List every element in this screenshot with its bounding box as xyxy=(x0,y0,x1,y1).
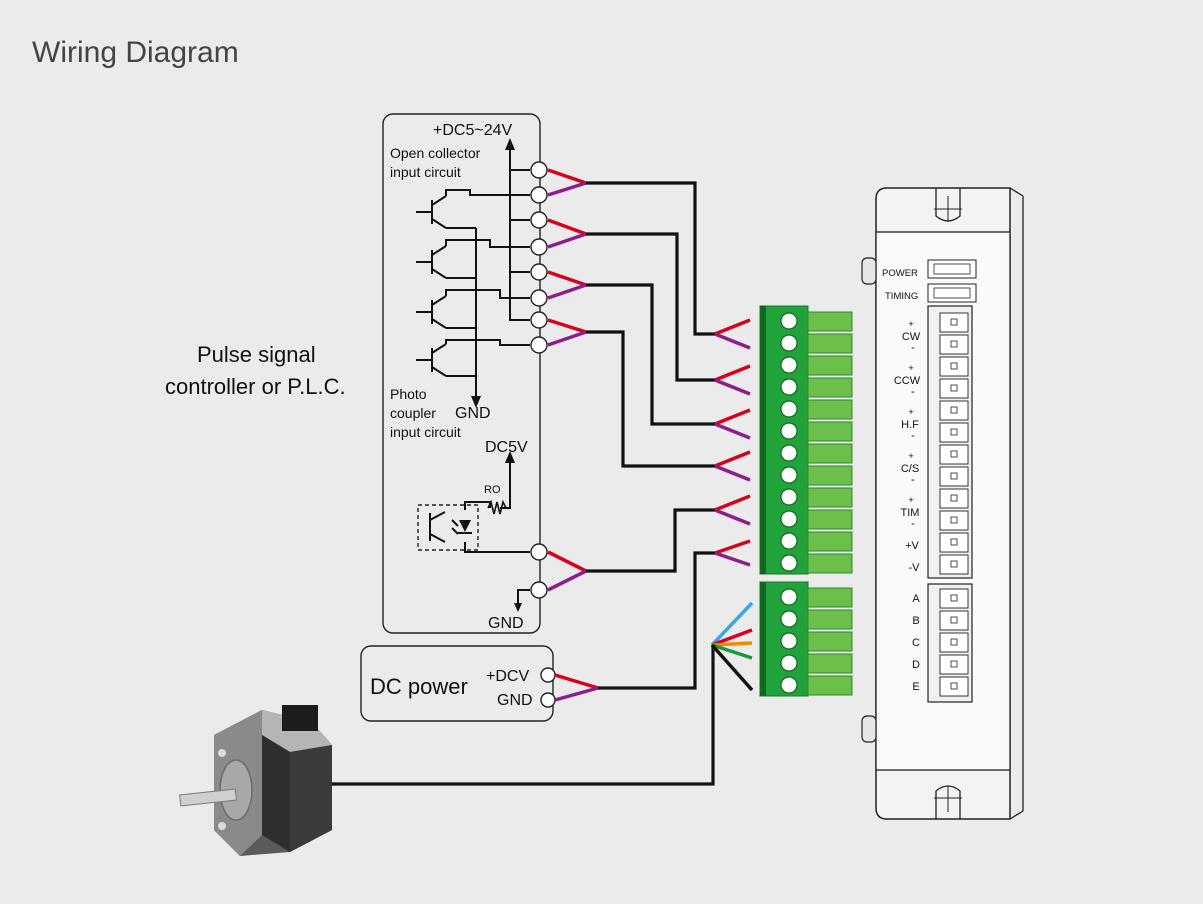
open-collector-line2: input circuit xyxy=(390,164,461,180)
dc-wire-pair xyxy=(554,673,599,702)
photo-label-line1: Photo xyxy=(390,386,427,402)
dc5v-label: DC5V xyxy=(485,439,528,456)
port-e: E xyxy=(912,681,919,693)
dc-plus-terminal xyxy=(540,667,556,683)
photocoupler xyxy=(417,451,530,553)
port-cw-minus: - xyxy=(911,342,915,354)
dc-gnd-label: GND xyxy=(497,692,533,709)
port-tim-name: TIM xyxy=(901,507,920,519)
controller-label-line1: Pulse signal xyxy=(197,342,316,367)
port-tim-minus: - xyxy=(911,518,915,530)
port-b: B xyxy=(912,615,919,627)
port-cw-plus: + xyxy=(908,319,914,330)
port-c: C xyxy=(912,637,920,649)
port-minus-v: -V xyxy=(909,562,921,574)
gnd-bottom-label: GND xyxy=(488,615,524,632)
open-collector-line1: Open collector xyxy=(390,145,481,161)
port-d: D xyxy=(912,659,920,671)
dc-power-label: DC power xyxy=(370,674,468,699)
port-hf-name: H.F xyxy=(901,419,919,431)
controller-label-line2: controller or P.L.C. xyxy=(165,374,346,399)
gnd-label: GND xyxy=(455,405,491,422)
port-cw-name: CW xyxy=(902,331,921,343)
stepper-motor-image xyxy=(179,705,332,856)
motor-cable xyxy=(330,645,715,786)
port-plus-v: +V xyxy=(905,540,919,552)
ro-label: RO xyxy=(484,484,501,496)
driver-signal-labels: + CW - + CCW - + H.F - + C/S - + TIM - +… xyxy=(894,319,921,693)
power-led-label: POWER xyxy=(882,268,918,279)
page-title: Wiring Diagram xyxy=(32,36,239,69)
port-hf-plus: + xyxy=(908,407,914,418)
timing-led-label: TIMING xyxy=(885,291,918,302)
port-cs-plus: + xyxy=(908,451,914,462)
supply-label: +DC5~24V xyxy=(433,122,512,139)
terminal-block-signal xyxy=(759,305,853,575)
port-ccw-minus: - xyxy=(911,386,915,398)
port-tim-plus: + xyxy=(908,495,914,506)
motor-wires xyxy=(710,601,754,692)
dc-power-box xyxy=(360,645,554,722)
port-cs-minus: - xyxy=(911,474,915,486)
controller-box xyxy=(382,113,541,634)
driver-unit xyxy=(861,187,1024,820)
port-cs-name: C/S xyxy=(901,463,919,475)
port-a: A xyxy=(912,593,920,605)
photo-label-line2: coupler xyxy=(390,405,436,421)
dc-plus-label: +DCV xyxy=(486,668,529,685)
controller-wire-pairs xyxy=(547,168,587,592)
open-collector-transistors xyxy=(416,169,530,408)
signal-wires xyxy=(586,181,715,573)
photo-label-line3: input circuit xyxy=(390,424,461,440)
gnd-bottom-arrow xyxy=(514,589,530,612)
dc-power-wire xyxy=(598,551,715,690)
port-ccw-plus: + xyxy=(908,363,914,374)
controller-terminals xyxy=(530,161,548,599)
terminal-block-motor xyxy=(759,581,853,697)
port-hf-minus: - xyxy=(911,430,915,442)
dc-gnd-terminal xyxy=(540,692,556,708)
port-ccw-name: CCW xyxy=(894,375,921,387)
driver-wire-pairs xyxy=(714,318,751,567)
